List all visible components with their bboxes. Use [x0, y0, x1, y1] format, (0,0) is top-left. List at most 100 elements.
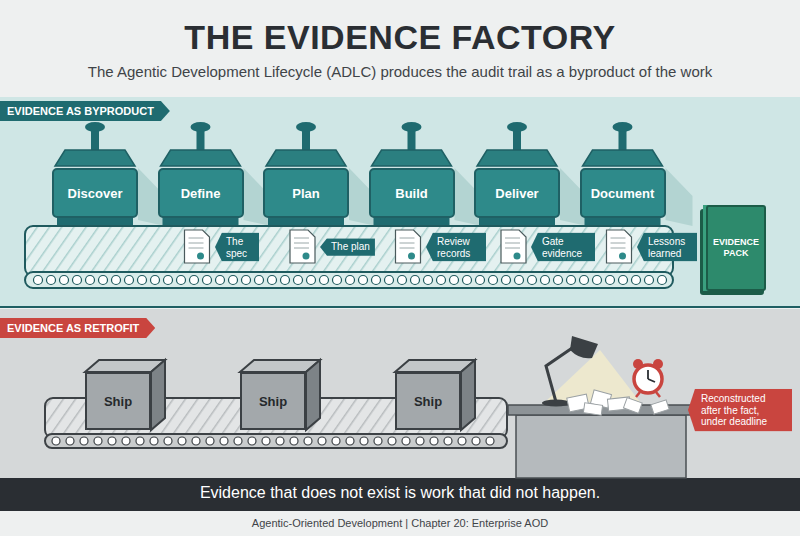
document-icon: [185, 230, 632, 263]
document-icon: [197, 253, 204, 260]
conveyor-roller: [66, 437, 74, 445]
node-text: Ship: [104, 394, 132, 409]
conveyor-roller: [450, 276, 459, 285]
document-icon: [185, 230, 210, 263]
conveyor-roller: [220, 437, 228, 445]
conveyor-roller: [346, 276, 355, 285]
stamp-machine: [163, 217, 239, 225]
stage-machine: Discover: [52, 168, 138, 218]
node-text: Reconstructed after the fact, under dead…: [701, 393, 767, 427]
stamp-machine: [266, 150, 346, 166]
conveyor-roller: [206, 437, 214, 445]
alarm-clock: [647, 370, 649, 379]
document-icon: [294, 243, 309, 244]
evidence-tag: Review records: [426, 233, 486, 262]
conveyor-roller: [125, 276, 134, 285]
stamp-machine: [477, 150, 557, 166]
document-icon: [514, 253, 521, 260]
conveyor-roller: [476, 276, 485, 285]
section-tag: EVIDENCE AS RETROFIT: [0, 318, 155, 338]
conveyor-roller: [489, 276, 498, 285]
stamp-machine: [296, 122, 316, 132]
scattered-papers: [583, 403, 602, 415]
evidence-tag: Lessons learned: [637, 233, 697, 262]
conveyor-roller: [164, 437, 172, 445]
stamp-machine: [666, 168, 693, 226]
conveyor-roller: [502, 276, 511, 285]
conveyor-roller: [192, 437, 200, 445]
stamp-machine: [479, 217, 555, 225]
node-text: The plan: [331, 241, 370, 252]
conveyor-belt: [25, 226, 673, 288]
alarm-clock: [648, 379, 655, 382]
conveyor-roller: [346, 437, 354, 445]
byproduct-panel: [0, 97, 800, 306]
conveyor-roller: [304, 437, 312, 445]
conveyor-roller: [658, 276, 667, 285]
document-icon: [607, 230, 632, 263]
conveyor-roller: [619, 276, 628, 285]
node-text: Deliver: [495, 186, 538, 201]
document-icon: [189, 238, 204, 239]
document-icon: [619, 253, 626, 260]
alarm-clock: [636, 392, 640, 397]
conveyor-roller: [52, 437, 494, 445]
conveyor-roller: [360, 437, 368, 445]
retrofit-panel: [0, 309, 800, 478]
node-text: Lessons learned: [648, 236, 685, 259]
stamp-machine: [57, 217, 133, 225]
document-icon: [505, 248, 520, 249]
conveyor-roller: [359, 276, 368, 285]
ship-crate: [151, 360, 165, 430]
document-icon: [396, 230, 421, 263]
deadline-tag: Reconstructed after the fact, under dead…: [688, 389, 792, 432]
stamp-machine: [613, 122, 633, 132]
conveyor-roller: [430, 437, 438, 445]
conveyor-roller: [136, 437, 144, 445]
conveyor-roller: [307, 276, 316, 285]
stamp-machine: [374, 217, 450, 225]
conveyor-roller: [34, 276, 43, 285]
document-icon: [611, 243, 626, 244]
node-text: Plan: [292, 186, 319, 201]
conveyor-roller: [632, 276, 641, 285]
alarm-clock: [634, 365, 662, 393]
section-tag: EVIDENCE AS BYPRODUCT: [0, 101, 170, 121]
conveyor-roller: [80, 437, 88, 445]
title: THE EVIDENCE FACTORY: [0, 18, 800, 57]
conveyor-roller: [242, 276, 251, 285]
conveyor-roller: [276, 437, 284, 445]
desk: [516, 415, 686, 478]
stamp-machine: [191, 122, 211, 132]
document-icon: [400, 238, 415, 239]
conveyor-roller: [138, 276, 147, 285]
document-icon: [611, 238, 626, 239]
conveyor-roller: [567, 276, 576, 285]
evidence-tag: Gate evidence: [531, 233, 595, 262]
footer-note: Agentic-Oriented Development | Chapter 2…: [0, 517, 800, 529]
ship-crate: [461, 360, 475, 430]
stamp-machine: [372, 150, 452, 166]
evidence-pack: EVIDENCE PACK: [706, 205, 766, 291]
conveyor-roller: [318, 437, 326, 445]
conveyor-roller: [255, 276, 264, 285]
ship-crate: [85, 360, 475, 430]
stamp-machine: [585, 217, 661, 225]
node-text: Ship: [414, 394, 442, 409]
document-icon: [189, 243, 204, 244]
conveyor-roller: [486, 437, 494, 445]
node-text: Gate evidence: [542, 236, 582, 259]
conveyor-roller: [94, 437, 102, 445]
stamp-machine: [268, 217, 344, 225]
conveyor-roller: [645, 276, 654, 285]
scattered-papers: [623, 398, 642, 414]
conveyor-roller: [541, 276, 550, 285]
stamp-machine: [161, 150, 241, 166]
stage-machine: Deliver: [474, 168, 560, 218]
conveyor-roller: [99, 276, 108, 285]
node-text: Ship: [259, 394, 287, 409]
conveyor-roller: [385, 276, 394, 285]
conveyor-belt: [25, 272, 673, 288]
